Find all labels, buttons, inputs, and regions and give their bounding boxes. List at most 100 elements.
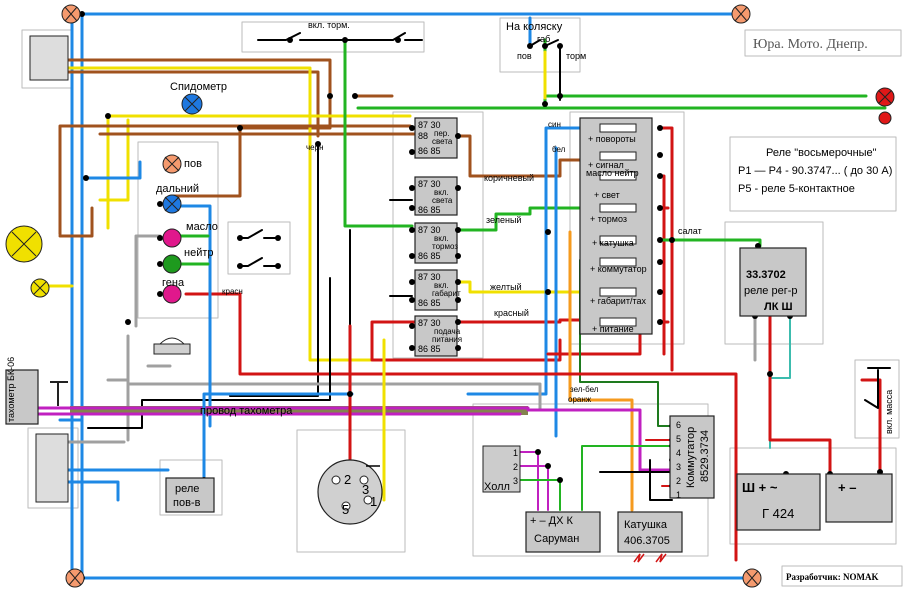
- oil-lamp: [162, 228, 182, 248]
- switch-bottom: [35, 433, 69, 503]
- brake-switch-frame: [241, 21, 425, 53]
- relay-4-name-2: габарит: [432, 289, 461, 298]
- wire-yellow-top: [50, 66, 432, 362]
- relay-5-bottom-pins: 86 85: [418, 344, 441, 354]
- relay-1-top-pins: 87 30: [418, 120, 441, 130]
- wire-green-zelen: [456, 206, 602, 232]
- connector-pin-2: 2: [344, 472, 351, 487]
- regulator-code: 33.3702: [746, 269, 786, 281]
- wire-blue-relaypov: [202, 392, 354, 482]
- wire-red-left: [184, 292, 738, 562]
- commutator-pin-5: 5: [676, 434, 681, 444]
- coil: [617, 511, 683, 553]
- relay-2-name-2: света: [432, 196, 453, 205]
- relay-note-frame: [729, 136, 897, 212]
- relay-3-name-1: вкл.: [434, 234, 449, 243]
- saruman-label: Саруман: [534, 533, 579, 545]
- high-beam-label: дальний: [156, 183, 199, 195]
- regulator-label: реле рег-р: [744, 285, 798, 297]
- relay-pov-label-2: пов-в: [173, 497, 201, 509]
- torm-label: торм: [566, 51, 586, 61]
- fuse-block: [579, 117, 653, 335]
- relay-1-mid-pin: 88: [418, 131, 428, 141]
- relay-5-top-pins: 87 30: [418, 318, 441, 328]
- title-frame: [744, 29, 902, 57]
- relay-4-top-pins: 87 30: [418, 272, 441, 282]
- tachometer-wire: [70, 406, 528, 415]
- oil-label: масло: [186, 221, 218, 233]
- spark-icon: [633, 553, 667, 563]
- zhelt-label: желтый: [490, 282, 522, 292]
- relay-note-3: Р5 - реле 5-контактное: [738, 183, 855, 195]
- commutator-pin-6: 6: [676, 420, 681, 430]
- krasn2-label: красн: [222, 287, 243, 296]
- relay-pov-label-1: реле: [175, 483, 199, 495]
- relay-3-name-2: тормоз: [432, 242, 458, 251]
- wire-brown-mid: [58, 124, 422, 236]
- sidecar-label: На коляску: [506, 21, 563, 33]
- relay-block: [414, 117, 458, 357]
- relay-3-bottom-pins: 86 85: [418, 251, 441, 261]
- generator-lamp: [162, 284, 182, 304]
- battery-pins: + –: [838, 480, 856, 495]
- commutator-pin-3: 3: [676, 462, 681, 472]
- mass-switch-label: вкл. масса: [884, 390, 894, 434]
- hall-label: Холл: [484, 481, 510, 493]
- wire-green-lamps: [176, 234, 210, 266]
- relay-2-top-pins: 87 30: [418, 179, 441, 189]
- fuse-label-3: масло нейтр: [586, 168, 639, 178]
- pov-label: пов: [517, 51, 532, 61]
- pov-lamp-label: пов: [184, 158, 202, 170]
- fuse-label-1: + повороты: [588, 134, 636, 144]
- fuse-label-6: + катушка: [592, 238, 634, 248]
- generator: [736, 473, 821, 531]
- krasn-label: красный: [494, 308, 529, 318]
- hall-pin-3: 3: [513, 476, 518, 486]
- battery: [825, 473, 893, 523]
- relay-3: [414, 222, 458, 264]
- connector-pin-1: 1: [370, 494, 377, 509]
- generator-label: Г 424: [762, 506, 794, 521]
- coil-label-2: 406.3705: [624, 535, 670, 547]
- wire-blue-switch: [60, 468, 170, 502]
- commutator-label-2: 8529.3734: [699, 430, 711, 482]
- switch-top: [29, 35, 69, 81]
- wire-black-commutator: [599, 459, 673, 501]
- gen-label: гена: [162, 277, 185, 289]
- relay-4-bottom-pins: 86 85: [418, 298, 441, 308]
- tacho-wire-label: провод тахометра: [200, 405, 293, 417]
- regulator-pins: ЛК Ш: [764, 301, 793, 313]
- relay-note-2: Р1 — Р4 - 90.3747... ( до 30 А): [738, 165, 892, 177]
- wire-brake-switch: [257, 32, 423, 41]
- zel-bel-label: зел-бел: [570, 385, 599, 394]
- neutral-lamp: [162, 254, 182, 274]
- sensor-switches: [237, 229, 279, 267]
- regulator: [739, 247, 807, 317]
- fuse-label-8: + габарит/тах: [590, 296, 646, 306]
- relay-1-name-1: пер.: [434, 129, 449, 138]
- relay-note-1: Реле "восьмерочные": [766, 147, 877, 159]
- wire-dkgreen: [579, 259, 673, 427]
- speedometer-label: Спидометр: [170, 81, 227, 93]
- gab-label: габ: [537, 34, 550, 44]
- chern-label: черн: [306, 143, 323, 152]
- wire-purple-tacho: [28, 406, 674, 472]
- fuse-label-4: + свет: [594, 190, 620, 200]
- coil-label-1: Катушка: [624, 519, 668, 531]
- commutator: [669, 415, 715, 499]
- salat-label: салат: [678, 226, 702, 236]
- wire-red-reg: [768, 314, 832, 476]
- relay-5-name-2: питания: [432, 335, 462, 344]
- relay-4-name-1: вкл.: [434, 281, 449, 290]
- mass-switch-symbol: [864, 367, 891, 409]
- wire-gray-left: [106, 234, 542, 442]
- brake-switch-label: вкл. торм.: [308, 20, 350, 30]
- zelen-label: зеленый: [486, 215, 521, 225]
- wire-blue-lamps: [58, 160, 212, 428]
- relay-2-name-1: вкл.: [434, 188, 449, 197]
- fuse-label-5: + тормоз: [590, 214, 627, 224]
- hall-pin-1: 1: [513, 448, 518, 458]
- connector: [317, 459, 383, 525]
